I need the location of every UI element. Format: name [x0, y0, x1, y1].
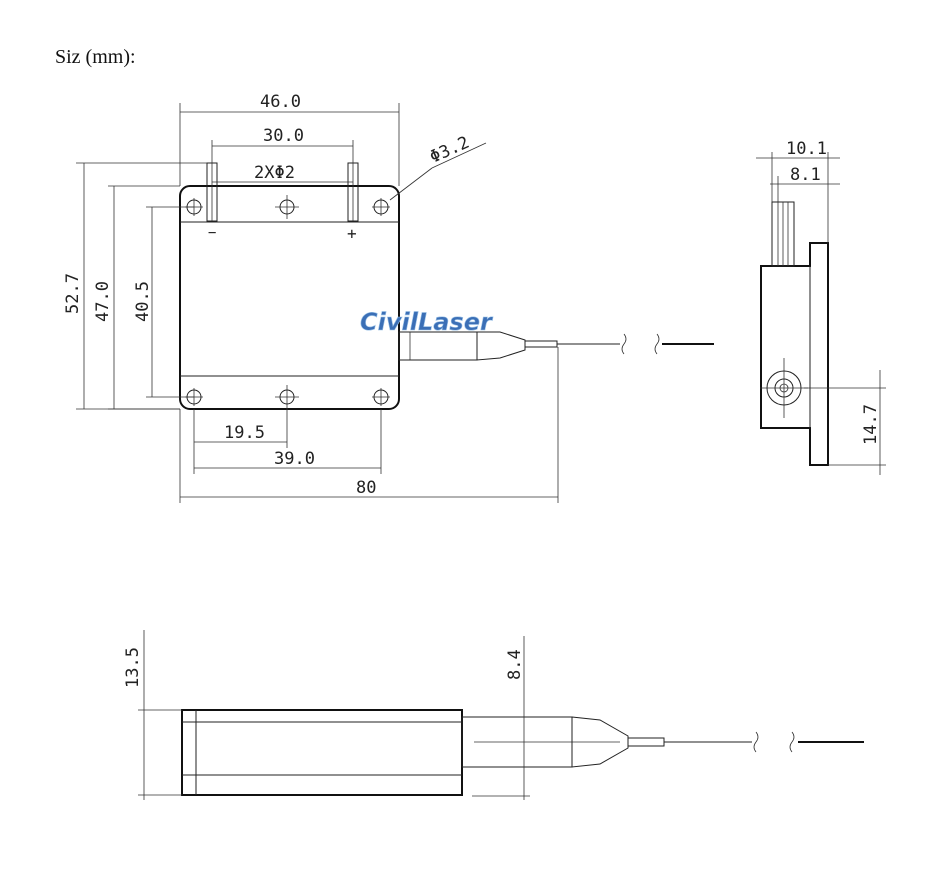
dim-width-46: 46.0 [260, 92, 301, 112]
bottom-view: 13.5 8.4 [123, 630, 864, 800]
size-caption: Siz (mm): [55, 46, 136, 68]
dim-side-8-1: 8.1 [790, 165, 821, 185]
module-profile [181, 709, 463, 796]
dim-height-40-5: 40.5 [133, 281, 153, 322]
top-view: − + 46.0 30.0 2XΦ2 Φ3.2 [63, 92, 714, 503]
plus-pin-mark: + [347, 224, 357, 243]
mount-holes-top [185, 195, 390, 219]
minus-pin-mark: − [208, 225, 216, 241]
watermark-logo: CivilLaser [360, 308, 494, 336]
dim-pin-holes: 2XΦ2 [254, 163, 295, 183]
dim-length-80: 80 [356, 478, 376, 498]
dim-side-14-7: 14.7 [861, 404, 881, 445]
dim-offset-19-5: 19.5 [224, 423, 265, 443]
mount-holes-bottom [185, 385, 390, 409]
side-view: 10.1 8.1 14.7 [756, 139, 886, 475]
dim-height-52-7: 52.7 [63, 273, 83, 314]
dim-spacing-39: 39.0 [274, 449, 315, 469]
dim-spacing-30: 30.0 [263, 126, 304, 146]
dim-bottom-13-5: 13.5 [123, 647, 143, 688]
fiber-output [398, 331, 714, 361]
dim-side-10-1: 10.1 [786, 139, 827, 159]
module-body [179, 185, 400, 410]
dim-hole-diameter: Φ3.2 [427, 133, 473, 168]
dim-bottom-8-4: 8.4 [505, 649, 525, 680]
dim-height-47: 47.0 [93, 281, 113, 322]
electrode-pins [206, 162, 359, 222]
